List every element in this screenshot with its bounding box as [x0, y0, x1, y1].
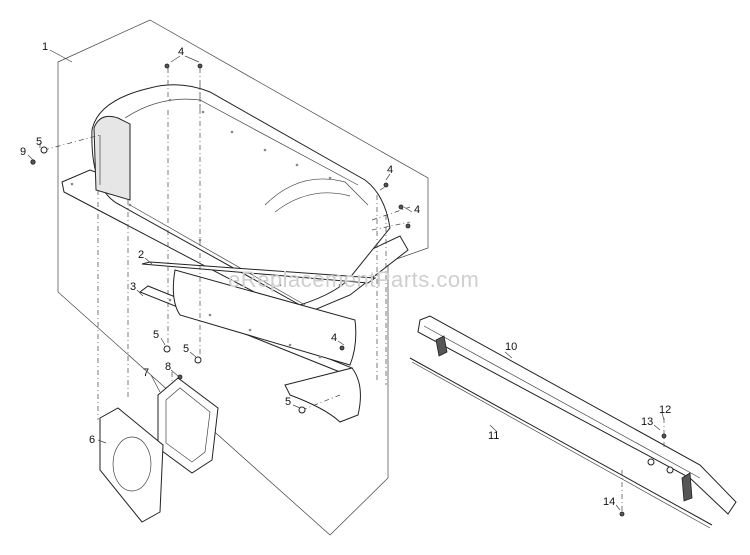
callout-2: 2	[138, 249, 144, 261]
callout-7: 7	[143, 367, 149, 379]
callout-10: 10	[505, 341, 517, 353]
callout-13: 13	[641, 416, 653, 428]
callout-4-bottom: 4	[331, 332, 337, 344]
rod-part	[409, 357, 713, 529]
watermark-text: eReplacementParts.com	[228, 267, 479, 292]
adapter-plate-part	[99, 407, 164, 523]
alignment-lines	[43, 68, 411, 420]
callout-12: 12	[659, 404, 671, 416]
callout-14: 14	[603, 496, 615, 508]
callout-4-top: 4	[178, 46, 184, 58]
callout-9: 9	[20, 146, 26, 158]
callout-5-mid-left: 5	[153, 329, 159, 341]
callout-labels: 1 2 3 4 4 4 4 5 5 5 5 6 7 8 9 10 11 12 1…	[20, 41, 671, 508]
callout-4-right-upper: 4	[387, 164, 393, 176]
callout-5-left: 5	[36, 136, 42, 148]
side-panel-part	[284, 367, 361, 423]
callout-5-mid-right: 5	[183, 343, 189, 355]
leader-lines	[27, 49, 665, 511]
callout-4-right-lower: 4	[414, 204, 420, 216]
callout-1: 1	[42, 41, 48, 53]
callout-6: 6	[89, 434, 95, 446]
frame-gasket-part	[157, 377, 219, 474]
support-bar-part	[417, 315, 737, 515]
hardware-fasteners	[30, 63, 411, 414]
callout-8: 8	[165, 361, 171, 373]
mounting-plate-part	[138, 269, 357, 375]
callout-3: 3	[130, 281, 136, 293]
bar-fasteners	[619, 418, 667, 517]
callout-11: 11	[488, 430, 499, 442]
callout-5-lower: 5	[285, 396, 291, 408]
